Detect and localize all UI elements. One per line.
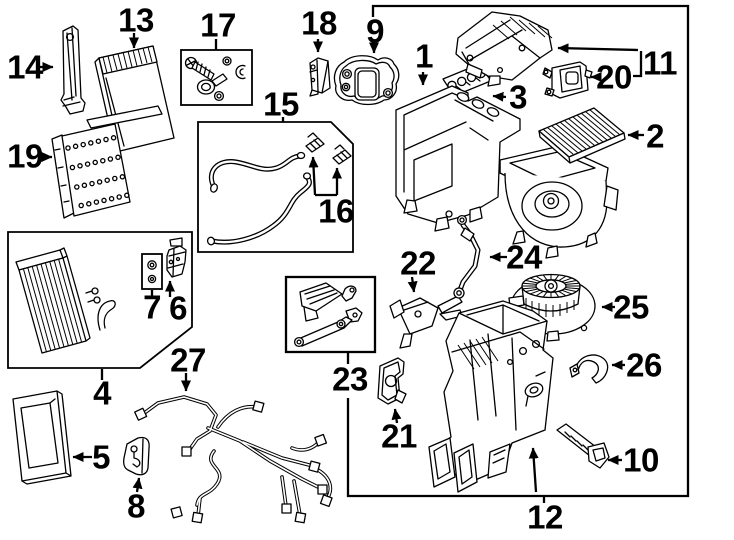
part-drawing-11: [455, 11, 553, 87]
part-drawing-27: [134, 395, 333, 524]
part-drawing-2: [538, 107, 626, 164]
callout-16: 16: [318, 192, 354, 230]
callout-2: 2: [646, 117, 664, 155]
part-drawing-26: [569, 354, 609, 384]
callout-1: 1: [415, 37, 433, 75]
callout-11: 11: [643, 44, 677, 82]
part-drawing-8: [122, 436, 150, 476]
part-drawing-10: [556, 423, 610, 469]
part-drawing-9: [333, 55, 400, 106]
part-drawing-13: [86, 45, 175, 155]
callout-4: 4: [93, 374, 111, 412]
callout-19: 19: [7, 137, 43, 175]
callout-14: 14: [7, 48, 43, 86]
part-drawing-22: [389, 295, 463, 349]
part-drawing-14: [60, 25, 86, 115]
part-drawing-21: [377, 357, 407, 405]
part-drawing-17: [184, 56, 246, 102]
callout-6: 6: [169, 289, 187, 327]
group-box-23: [284, 275, 377, 364]
callout-21: 21: [381, 417, 417, 455]
part-drawing-12: [428, 300, 554, 493]
part-drawing-1: [395, 85, 619, 259]
callout-24: 24: [506, 238, 542, 276]
callout-9: 9: [366, 12, 384, 50]
part-drawing-6: [166, 237, 187, 278]
callout-8: 8: [127, 487, 145, 525]
callout-22: 22: [400, 244, 436, 282]
callout-25: 25: [613, 288, 649, 326]
callout-20: 20: [596, 58, 632, 96]
part-drawing-7: [141, 253, 163, 296]
callout-leaders: [40, 33, 644, 493]
callout-5: 5: [92, 438, 110, 476]
callout-23: 23: [332, 360, 368, 398]
part-drawing-5: [12, 390, 72, 485]
part-drawing-19: [51, 123, 131, 219]
callout-27: 27: [170, 341, 206, 379]
group-box-17: [180, 39, 253, 106]
part-drawing-16: [305, 132, 352, 165]
callout-17: 17: [200, 6, 236, 44]
part-drawing-24: [445, 210, 481, 299]
callout-15: 15: [263, 85, 299, 123]
callout-26: 26: [626, 346, 662, 384]
callout-18: 18: [301, 4, 337, 42]
callout-13: 13: [118, 1, 154, 39]
part-drawing-23: [293, 282, 363, 348]
part-drawing-20: [542, 61, 593, 99]
part-drawing-18: [309, 57, 331, 97]
group-box-12: [346, 4, 690, 503]
part-drawing-15: [206, 151, 312, 246]
group-box-15: [197, 117, 354, 253]
callout-3: 3: [509, 78, 527, 116]
callout-10: 10: [623, 441, 659, 479]
callout-7: 7: [143, 288, 161, 326]
part-drawing-4: [15, 247, 116, 354]
callout-12: 12: [527, 498, 563, 536]
group-box-4: [7, 231, 193, 380]
